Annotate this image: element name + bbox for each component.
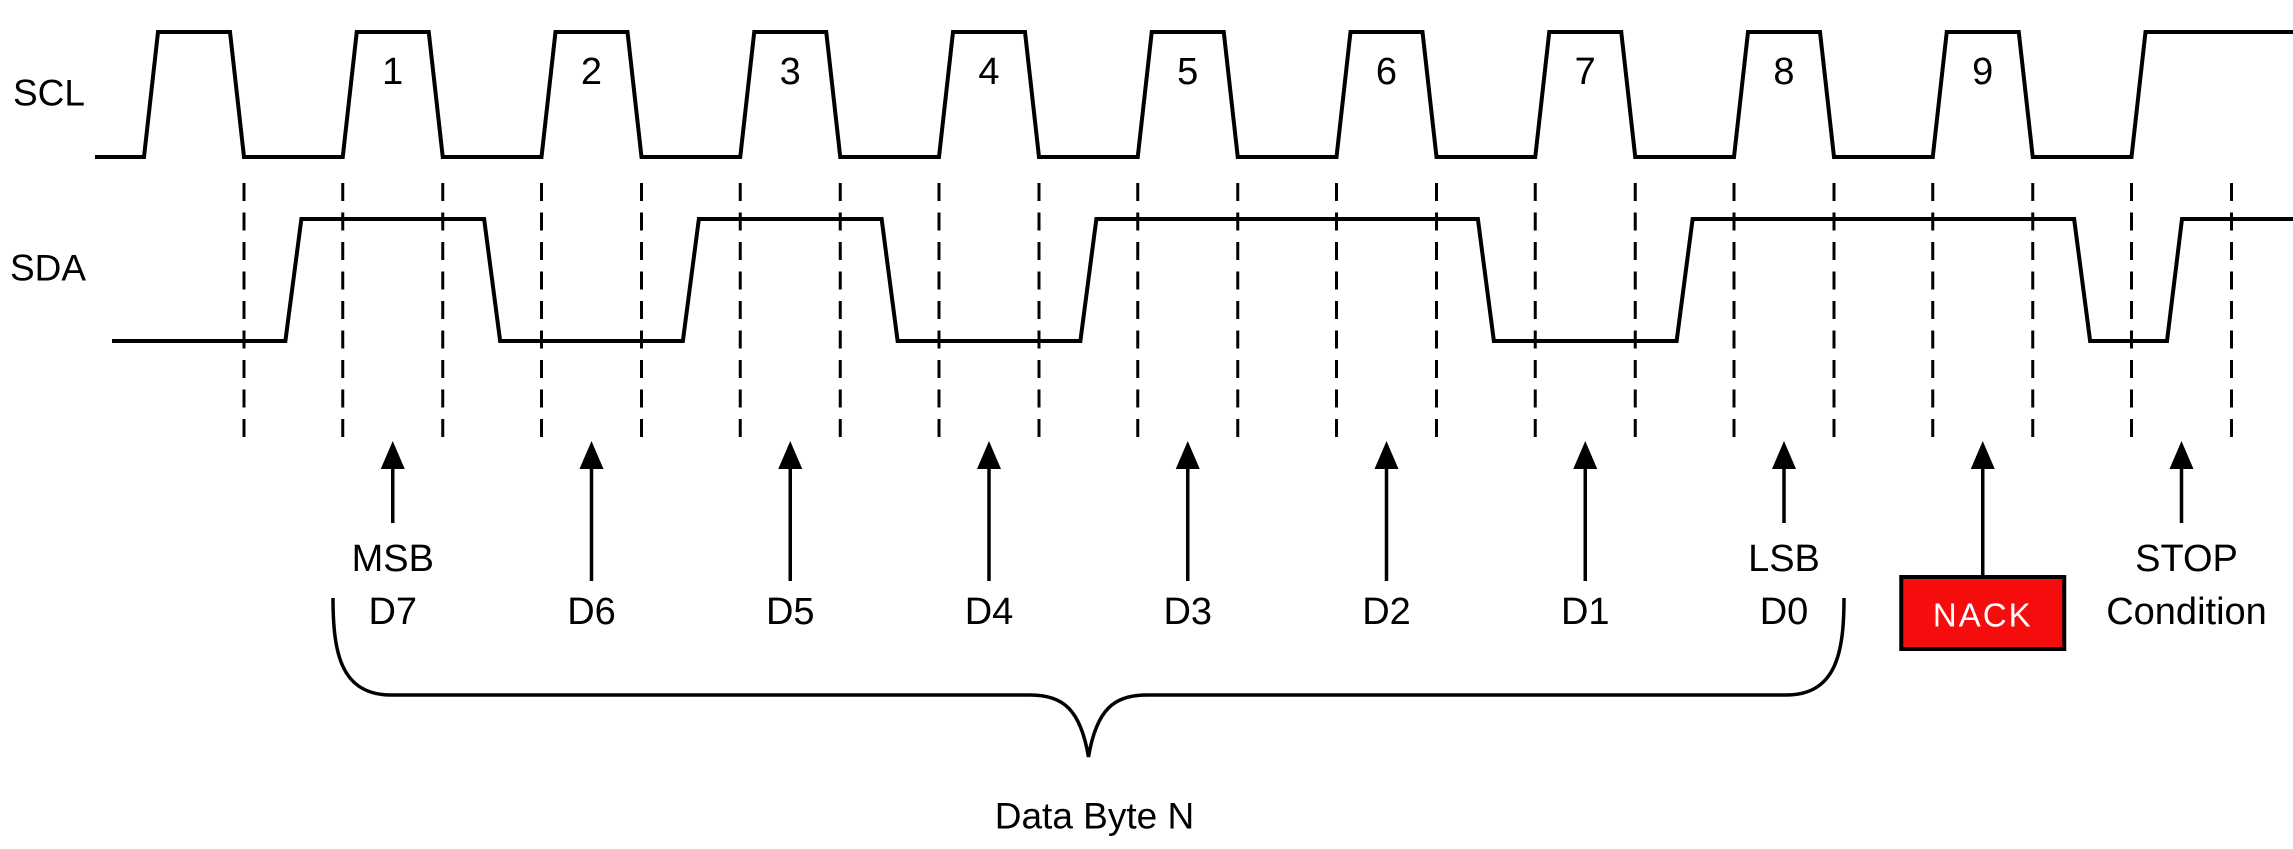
arrow-head-condition [2169,441,2194,469]
label-d3: D3 [1163,591,1212,633]
label-d4: D4 [965,591,1014,633]
arrow-head-d6 [579,441,604,469]
arrow-head-d2 [1374,441,1399,469]
bit-markers: MSB D7 D6 D5 D4 D3 D2 D1 LSB D0 NACK STOP Condition [352,441,2267,651]
arrow-head-d7 [380,441,405,469]
sda-waveform [112,217,2293,343]
clock-number: 6 [1376,51,1397,93]
label-condition: Condition [2106,591,2267,633]
clock-number: 3 [780,51,801,93]
arrow-head-d4 [977,441,1001,469]
label-d5: D5 [766,591,815,633]
data-byte-label: Data Byte N [995,796,1194,837]
clock-number: 9 [1972,51,1993,93]
scl-label: SCL [13,73,85,114]
bit-boundary-dashes [242,183,2233,437]
label-d2: D2 [1362,591,1411,633]
clock-number: 8 [1773,51,1794,93]
arrow-head-d5 [778,441,803,469]
label-stop: STOP [2135,538,2238,580]
clock-number: 2 [581,51,602,93]
label-d0: D0 [1760,591,1809,633]
label-d1: D1 [1561,591,1610,633]
clock-number: 5 [1177,51,1198,93]
clock-number: 7 [1575,51,1596,93]
label-msb: MSB [352,538,434,580]
label-d6: D6 [567,591,616,633]
nack-box [1899,575,2067,651]
label-lsb: LSB [1748,538,1820,580]
arrow-head-d3 [1175,441,1200,469]
sda-label: SDA [10,248,86,289]
clock-numbers: 1 2 3 4 5 6 7 8 9 [382,51,1993,93]
scl-waveform [95,30,2293,159]
clock-number: 4 [978,51,999,93]
clock-number: 1 [382,51,403,93]
arrow-head-nack [1970,441,1995,469]
arrow-head-d1 [1573,441,1598,469]
label-d7: D7 [368,591,417,633]
nack-label: NACK [1933,597,2033,634]
data-byte-brace [331,597,1846,758]
arrow-head-d0 [1772,441,1796,469]
